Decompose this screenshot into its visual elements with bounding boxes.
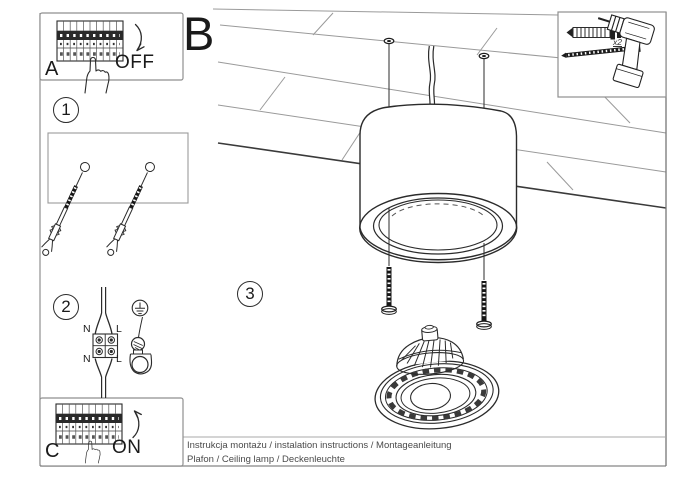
mounting-hole-icon xyxy=(383,37,395,45)
step2-figure xyxy=(92,287,153,398)
ceiling-lamp-body xyxy=(359,103,518,264)
wire-label-l-bottom: L xyxy=(116,353,122,365)
panel-c xyxy=(39,397,184,467)
curved-arrow-up-icon xyxy=(132,410,142,439)
step-2-badge: 2 xyxy=(53,294,79,320)
ground-terminal-icon xyxy=(129,336,153,375)
wire-label-l-top: L xyxy=(116,323,122,335)
terminal-block-icon xyxy=(92,333,119,359)
drill-icon xyxy=(597,14,655,89)
curved-arrow-down-icon xyxy=(134,23,145,52)
step1-figure xyxy=(37,132,189,259)
section-c-label: C xyxy=(45,440,60,462)
mounting-guides xyxy=(383,37,490,129)
switch-on-label: ON xyxy=(112,437,142,458)
step-1-badge: 1 xyxy=(53,97,79,123)
caption-line-2: Plafon / Ceiling lamp / Deckenleuchte xyxy=(187,454,345,465)
led-reflector-bulb-icon xyxy=(374,324,500,430)
section-b-label: B xyxy=(183,7,214,60)
wire-label-n-bottom: N xyxy=(83,353,91,365)
caption-line-1: Instrukcja montażu / instalation instruc… xyxy=(187,440,452,451)
dowel-quantity-label: x2 xyxy=(613,37,622,47)
panel-a xyxy=(39,12,184,94)
circuit-breaker-strip-icon xyxy=(55,19,125,63)
ceiling-planks xyxy=(212,8,667,209)
mounting-screw-icon xyxy=(381,208,397,315)
tools-panel xyxy=(557,11,667,98)
power-cable xyxy=(427,45,436,111)
wire-label-n-top: N xyxy=(83,323,91,335)
section-a-label: A xyxy=(45,58,59,80)
step-3-badge: 3 xyxy=(237,281,263,307)
mounting-screw-icon xyxy=(476,243,492,330)
earth-symbol-icon xyxy=(131,299,149,317)
mounting-hole-icon xyxy=(478,52,490,60)
switch-off-label: OFF xyxy=(115,52,155,73)
